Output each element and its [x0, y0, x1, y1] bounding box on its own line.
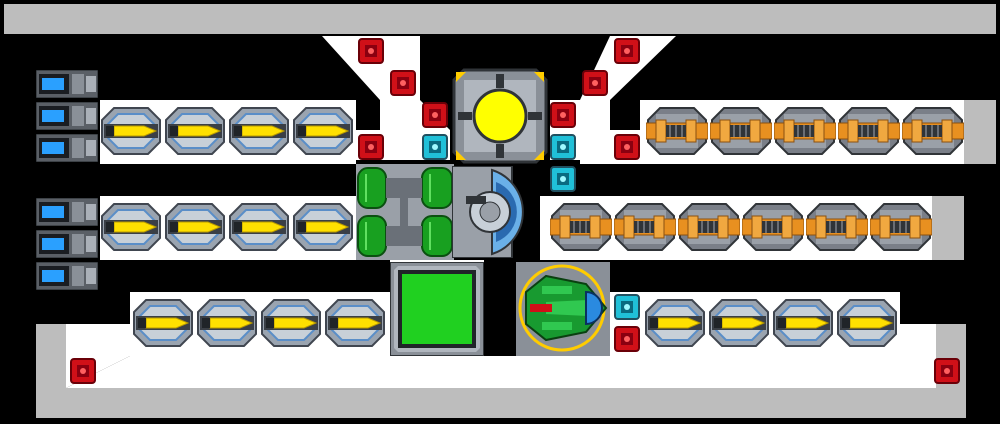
- red-block[interactable]: [358, 134, 384, 160]
- cargo-screen[interactable]: [390, 262, 484, 356]
- battery-unit[interactable]: [36, 198, 98, 226]
- cyan-block[interactable]: [422, 134, 448, 160]
- cyan-block[interactable]: [614, 294, 640, 320]
- thruster-module[interactable]: [228, 106, 290, 156]
- hull-right-block-upper: [962, 100, 996, 164]
- thruster-module[interactable]: [260, 298, 322, 348]
- thruster-module[interactable]: [100, 202, 162, 252]
- thruster-module[interactable]: [196, 298, 258, 348]
- hull-bottom-strip: [36, 388, 966, 418]
- reactor-core[interactable]: [452, 68, 548, 164]
- shield-generator[interactable]: [452, 166, 544, 258]
- red-block[interactable]: [358, 38, 384, 64]
- battery-unit[interactable]: [36, 102, 98, 130]
- red-block[interactable]: [934, 358, 960, 384]
- turret-module[interactable]: [646, 106, 708, 156]
- battery-unit[interactable]: [36, 262, 98, 290]
- thruster-module[interactable]: [708, 298, 770, 348]
- thruster-module[interactable]: [292, 202, 354, 252]
- thruster-module[interactable]: [292, 106, 354, 156]
- battery-unit[interactable]: [36, 70, 98, 98]
- red-block[interactable]: [614, 326, 640, 352]
- hull-top-strip: [4, 4, 996, 34]
- red-block[interactable]: [614, 38, 640, 64]
- thruster-module[interactable]: [100, 106, 162, 156]
- battery-unit[interactable]: [36, 134, 98, 162]
- turret-module[interactable]: [838, 106, 900, 156]
- red-block[interactable]: [582, 70, 608, 96]
- cockpit-module[interactable]: [516, 262, 610, 356]
- turret-module[interactable]: [774, 106, 836, 156]
- battery-unit[interactable]: [36, 230, 98, 258]
- red-block[interactable]: [422, 102, 448, 128]
- thruster-module[interactable]: [132, 298, 194, 348]
- red-block[interactable]: [550, 102, 576, 128]
- thruster-module[interactable]: [644, 298, 706, 348]
- thruster-module[interactable]: [228, 202, 290, 252]
- hull-left-wall: [36, 324, 66, 418]
- thruster-module[interactable]: [836, 298, 898, 348]
- red-block[interactable]: [614, 134, 640, 160]
- red-block[interactable]: [390, 70, 416, 96]
- cyan-block[interactable]: [550, 166, 576, 192]
- thruster-module[interactable]: [772, 298, 834, 348]
- thruster-module[interactable]: [164, 202, 226, 252]
- turret-module[interactable]: [742, 202, 804, 252]
- turret-module[interactable]: [678, 202, 740, 252]
- turret-module[interactable]: [870, 202, 932, 252]
- hull-right-block-mid: [932, 196, 964, 260]
- cyan-block[interactable]: [550, 134, 576, 160]
- turret-module[interactable]: [710, 106, 772, 156]
- thruster-module[interactable]: [324, 298, 386, 348]
- red-block[interactable]: [70, 358, 96, 384]
- turret-module[interactable]: [550, 202, 612, 252]
- turret-module[interactable]: [806, 202, 868, 252]
- turret-module[interactable]: [902, 106, 964, 156]
- turret-module[interactable]: [614, 202, 676, 252]
- thruster-module[interactable]: [164, 106, 226, 156]
- fuel-tank[interactable]: [356, 164, 454, 260]
